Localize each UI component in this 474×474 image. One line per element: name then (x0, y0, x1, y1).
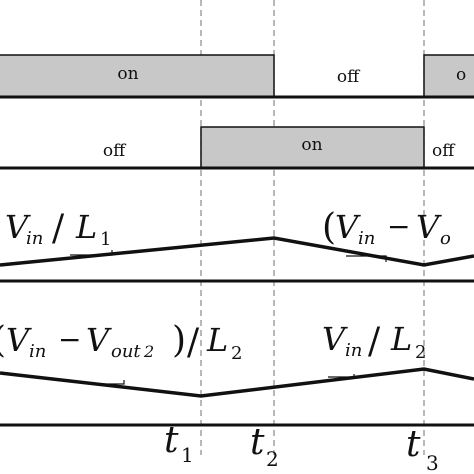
t1-label-sub: 1 (181, 443, 194, 467)
inductor2-rise-L: L (390, 320, 412, 358)
inductor1-rise-sub: 1 (100, 229, 111, 250)
inductor2-fall-out: out (111, 341, 141, 362)
switch2-partial-label: off (432, 141, 456, 161)
inductor1-waveform (0, 236, 474, 267)
inductor2-current: ( V in − V out 2 ) / L 2 V in / L 2 (0, 320, 474, 427)
t3-label-sub: 3 (426, 451, 439, 474)
inductor2-waveform (0, 367, 474, 398)
inductor1-fall-lparen: ( (322, 207, 336, 248)
switch2-off-label: off (103, 141, 127, 161)
inductor2-fall-slope-label: ( V in − V out 2 ) / L 2 (0, 320, 242, 364)
switch2-on-label: on (301, 135, 322, 155)
inductor2-rise-slash: / (368, 321, 381, 362)
t1-label-t: t (164, 420, 179, 461)
inductor2-fall-two: 2 (143, 342, 154, 361)
inductor2-fall-slope-marker (96, 380, 125, 385)
inductor1-current: V in / L 1 ( V in − V o (0, 207, 474, 283)
inductor2-fall-V2: V (86, 321, 112, 359)
inductor1-fall-in: in (358, 228, 375, 249)
time-labels: t 1 t 2 t 3 (164, 420, 439, 474)
inductor2-fall-slash: / (187, 322, 200, 363)
inductor2-rise-sub: 2 (415, 342, 426, 363)
inductor1-rise-in: in (26, 228, 43, 249)
inductor1-rise-slope-label: V in / L 1 (5, 208, 111, 250)
inductor2-fall-in: in (29, 341, 46, 362)
inductor1-fall-minus: − (387, 210, 410, 243)
inductor2-fall-lparen: ( (0, 320, 6, 361)
inductor2-fall-V: V (6, 321, 32, 359)
t2-label-sub: 2 (266, 447, 279, 471)
t3-label-t: t (406, 424, 421, 465)
switch2-waveform: off on off (0, 126, 474, 170)
inductor1-fall-o: o (440, 228, 451, 249)
inductor2-rise-V: V (322, 320, 348, 358)
inductor2-rise-slope-label: V in / L 2 (322, 320, 426, 363)
inductor2-fall-sub: 2 (231, 343, 242, 364)
inductor2-rise-slope-marker (328, 374, 355, 378)
inductor2-rise-in: in (345, 340, 362, 361)
inductor1-rise-slope-marker (70, 250, 113, 256)
switch1-on-label: on (117, 64, 138, 84)
switch1-off-label: off (337, 67, 361, 87)
inductor1-fall-V2: V (416, 208, 442, 246)
switch1-next-on-pulse (423, 54, 474, 98)
t2-label-t: t (250, 422, 265, 463)
switch1-on-pulse (0, 54, 275, 98)
inductor2-fall-rparen: ) (172, 320, 186, 361)
inductor1-rise-L: L (75, 208, 97, 246)
inductor1-rise-slash: / (52, 208, 65, 249)
inductor1-fall-slope-marker (346, 255, 387, 262)
inductor2-fall-L: L (206, 321, 228, 359)
inductor1-fall-V: V (335, 208, 361, 246)
inductor1-rise-V: V (5, 208, 31, 246)
switch1-waveform: on off o (0, 54, 474, 99)
inductor2-fall-minus: − (58, 323, 81, 356)
switch1-partial-label: o (456, 65, 466, 85)
inductor1-fall-slope-label: ( V in − V o (322, 207, 451, 249)
